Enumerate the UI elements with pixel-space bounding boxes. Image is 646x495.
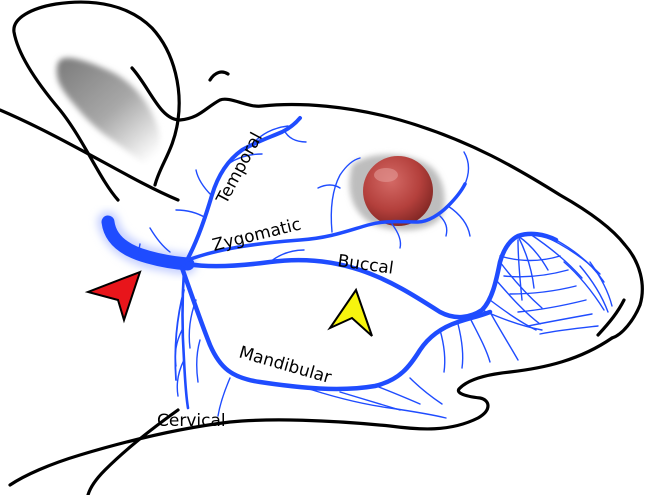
label-zygomatic: Zygomatic — [210, 215, 303, 256]
yellow-arrowhead-icon — [330, 290, 372, 336]
red-arrowhead-icon — [88, 272, 140, 320]
head-outline — [0, 68, 642, 495]
label-buccal: Buccal — [336, 251, 395, 279]
label-cervical: Cervical — [157, 411, 226, 431]
label-temporal: Temporal — [212, 129, 267, 208]
